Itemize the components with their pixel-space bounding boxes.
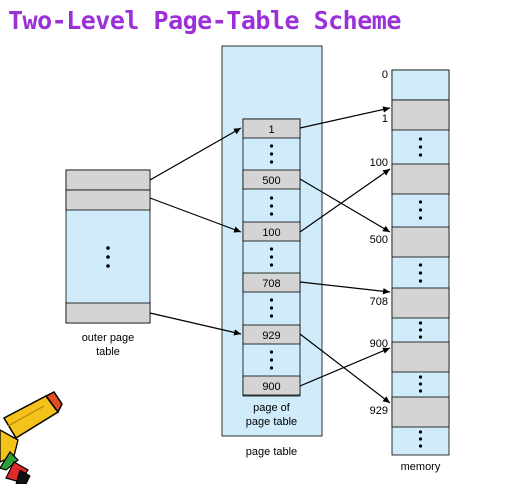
arrow-708-to-memory: [299, 281, 391, 295]
arrow-929-to-memory: [299, 333, 391, 404]
page-table-entry-708: 708: [262, 278, 280, 290]
memory-label-500: 500: [370, 234, 388, 246]
memory-frame-100: [391, 163, 450, 195]
memory-frame-708: [391, 287, 450, 319]
memory-frame-500: [391, 226, 450, 258]
page-table-entry-900: 900: [262, 381, 280, 393]
page-of-page-table-label-line2: page table: [246, 416, 297, 428]
outer-page-table-label-line2: table: [96, 346, 120, 358]
arrow-outer-to-929: [149, 312, 242, 336]
page-table-cell-1: [242, 118, 301, 139]
memory-label-708: 708: [370, 296, 388, 308]
page-table-entry-100: 100: [262, 227, 280, 239]
page-table-entry-1: 1: [268, 124, 274, 136]
memory-label: memory: [401, 461, 441, 473]
page-table-ellipsis-icon: [269, 144, 274, 370]
memory-frame-900: [391, 341, 450, 373]
arrow-100-to-memory: [299, 168, 391, 233]
page-table-entry-500: 500: [262, 175, 280, 187]
memory-label-900: 900: [370, 338, 388, 350]
arrow-900-to-memory: [299, 347, 391, 387]
arrow-1-to-memory: [299, 106, 391, 129]
slide-title: Two-Level Page-Table Scheme: [8, 6, 401, 35]
page-of-page-table-label-line1: page of: [253, 402, 291, 414]
memory: [391, 69, 450, 456]
memory-label-1: 1: [382, 113, 388, 125]
memory-ellipsis-icon: [418, 137, 423, 448]
outer-page-table-label-line1: outer page: [82, 332, 135, 344]
arrow-outer-to-100: [149, 197, 242, 233]
pencil-clipart-icon: [0, 391, 63, 484]
memory-label-100: 100: [370, 157, 388, 169]
mapping-arrows: [149, 106, 391, 404]
outer-page-table: [65, 169, 151, 324]
arrow-outer-to-1: [149, 127, 242, 181]
outer-ellipsis-icon: [106, 246, 110, 268]
page-table-entry-929: 929: [262, 330, 280, 342]
memory-label-929: 929: [370, 405, 388, 417]
page-table-label: page table: [246, 446, 297, 458]
memory-frame-929: [391, 396, 450, 428]
arrow-500-to-memory: [299, 178, 391, 233]
memory-label-0: 0: [382, 69, 388, 81]
memory-frame-1: [391, 99, 450, 131]
